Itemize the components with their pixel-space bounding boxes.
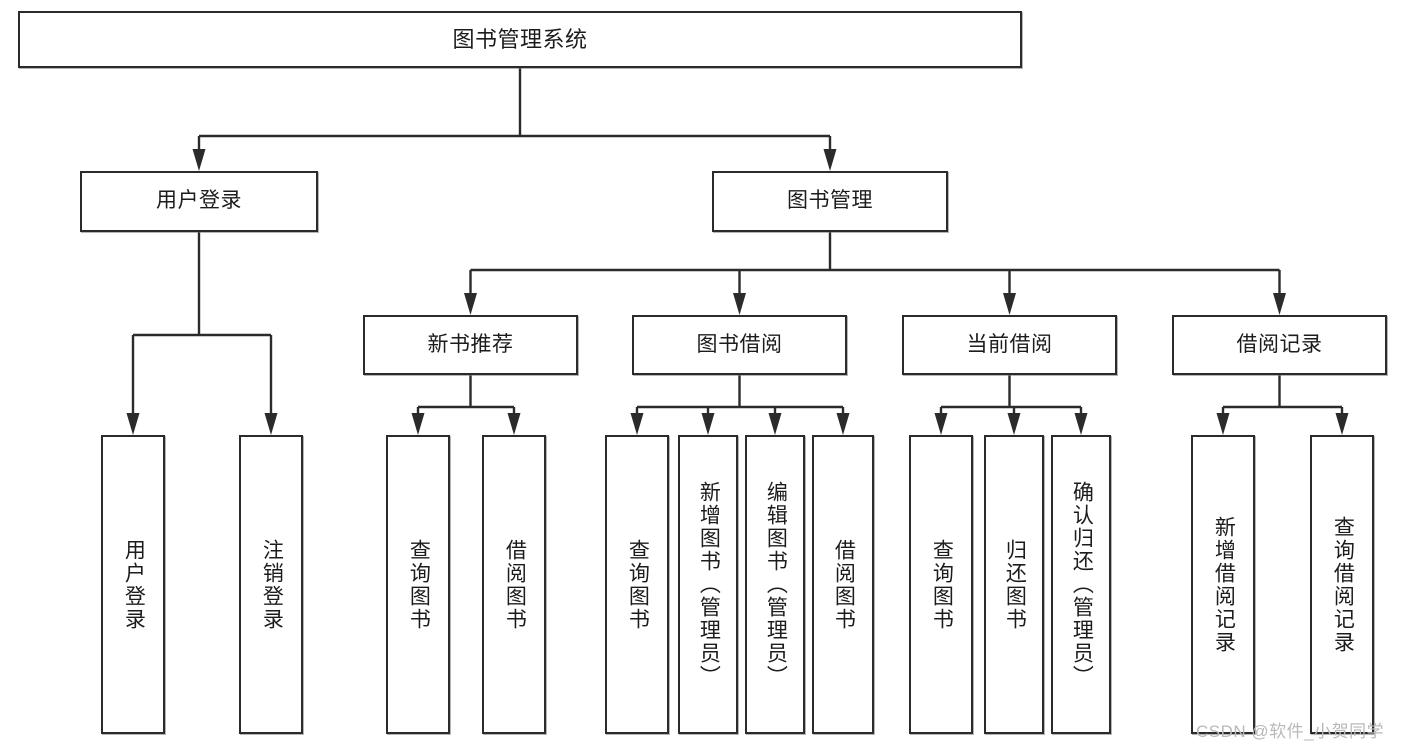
node-l2-current[interactable]: 当前借阅: [902, 315, 1117, 375]
node-l3-b-add[interactable]: 新增图书（管理员）: [678, 435, 738, 734]
node-label: 当前借阅: [966, 332, 1053, 356]
edge-arrowhead: [264, 413, 278, 435]
node-label: 查询图书: [930, 538, 954, 631]
node-label: 查询图书: [626, 538, 650, 631]
node-l2-borrow[interactable]: 图书借阅: [632, 315, 847, 375]
edge-arrowhead: [1003, 293, 1016, 315]
edge-arrowhead: [126, 413, 140, 435]
edge-arrowhead: [1273, 293, 1286, 315]
node-label: 查询图书: [407, 538, 431, 631]
edge-arrowhead: [768, 413, 782, 435]
node-label: 图书借阅: [696, 332, 783, 356]
edge-arrowhead: [464, 293, 477, 315]
node-l3-r-query[interactable]: 查询借阅记录: [1310, 435, 1374, 734]
node-label: 归还图书: [1003, 538, 1027, 631]
edge-arrowhead: [630, 413, 644, 435]
node-l3-new-borrow[interactable]: 借阅图书: [482, 435, 546, 734]
node-l1-book[interactable]: 图书管理: [712, 171, 948, 232]
edge-arrowhead: [1216, 413, 1230, 435]
node-l3-c-return[interactable]: 归还图书: [984, 435, 1044, 734]
edge-arrowhead: [411, 413, 425, 435]
node-l3-user-logout[interactable]: 注销登录: [239, 435, 303, 734]
node-label: 借阅图书: [832, 538, 856, 631]
node-label: 注销登录: [260, 538, 284, 631]
node-l3-c-query[interactable]: 查询图书: [909, 435, 973, 734]
node-label: 图书管理: [787, 189, 873, 213]
edge-arrowhead: [934, 413, 948, 435]
node-label: 图书管理系统: [452, 26, 588, 52]
node-label: 借阅图书: [503, 538, 527, 631]
node-l3-b-borrow[interactable]: 借阅图书: [812, 435, 874, 734]
node-l3-b-edit[interactable]: 编辑图书（管理员）: [745, 435, 805, 734]
edge-arrowhead: [823, 149, 837, 171]
edge-arrowhead: [1335, 413, 1349, 435]
node-label: 确认归还（管理员）: [1070, 481, 1094, 688]
edge-arrowhead: [507, 413, 521, 435]
node-label: 编辑图书（管理员）: [764, 481, 788, 688]
node-label: 用户登录: [122, 538, 146, 631]
node-l2-new[interactable]: 新书推荐: [363, 315, 578, 375]
node-l3-new-query[interactable]: 查询图书: [386, 435, 450, 734]
edge-arrowhead: [733, 293, 746, 315]
edge-arrowhead: [1074, 413, 1088, 435]
node-label: 查询借阅记录: [1331, 515, 1355, 654]
csdn-watermark: CSDN @软件_小贺同学: [1196, 722, 1385, 741]
node-l3-user-login[interactable]: 用户登录: [101, 435, 165, 734]
edge-arrowhead: [1007, 413, 1021, 435]
node-l3-c-confirm[interactable]: 确认归还（管理员）: [1051, 435, 1111, 734]
edge-arrowhead: [836, 413, 850, 435]
node-label: 借阅记录: [1236, 332, 1323, 356]
edge-arrowhead: [192, 149, 206, 171]
node-l3-b-query[interactable]: 查询图书: [605, 435, 669, 734]
node-label: 新增图书（管理员）: [697, 481, 721, 688]
node-root[interactable]: 图书管理系统: [18, 11, 1022, 68]
node-label: 新增借阅记录: [1212, 515, 1236, 654]
node-label: 新书推荐: [427, 332, 514, 356]
node-l3-r-add[interactable]: 新增借阅记录: [1191, 435, 1255, 734]
node-l1-user[interactable]: 用户登录: [80, 171, 318, 232]
node-l2-record[interactable]: 借阅记录: [1172, 315, 1387, 375]
node-label: 用户登录: [156, 189, 242, 213]
edge-arrowhead: [701, 413, 715, 435]
